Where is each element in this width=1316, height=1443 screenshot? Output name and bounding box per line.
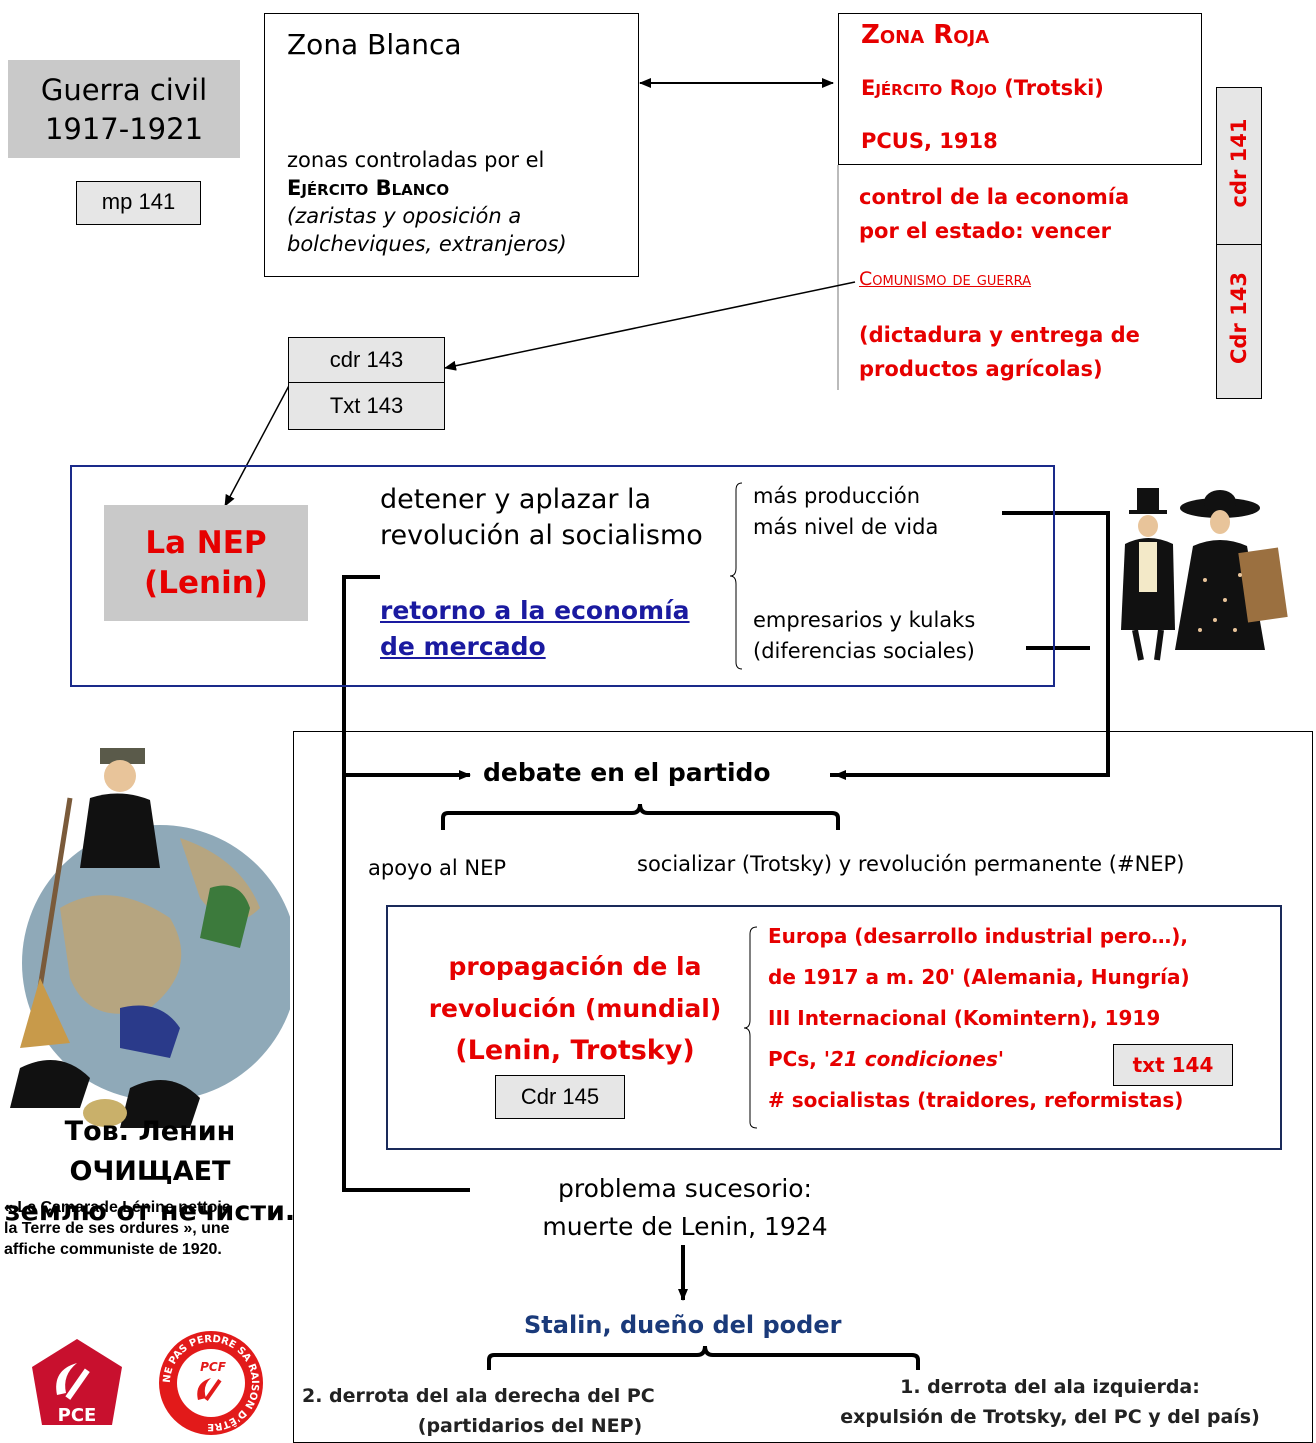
derrota-derecha-sub: (partidarios del NEP) [417,1415,643,1437]
arrow-to-cdr [444,281,856,371]
ejercito-blanco: Ejército Blanco [287,176,450,200]
poster-fr-line1: « Le Camarade Lénine nettoie [4,1199,231,1216]
guerra-civil-box: Guerra civil 1917-1921 [8,60,240,158]
retorno-line1[interactable]: retorno a la economía [380,596,690,625]
comunismo-de-guerra: Comunismo de guerra [859,268,1032,290]
cdr-143-tag[interactable]: cdr 143 [288,337,445,383]
poster-ru-line2: землю от нечисти. [4,1196,296,1227]
detener-line1: detener y aplazar la [380,484,652,515]
propagacion-line1: propagación de la [448,952,702,981]
nep-box [70,465,1055,687]
detener-line2: revolución al socialismo [380,520,703,551]
arrow-to-nep [224,379,293,507]
guerra-line1: Guerra civil [40,73,208,107]
nepmen-couple-illustration [1121,488,1288,661]
cdr-145-tag[interactable]: Cdr 145 [495,1075,625,1119]
pce-logo: PCE [32,1339,122,1426]
zona-blanca-italic2: bolcheviques, extranjeros) [287,232,567,256]
poster-fr-line3: affiche communiste de 1920. [4,1241,222,1258]
prop-21-condiciones: '21 condiciones' [823,1047,1005,1071]
nep-subtitle: (Lenin) [144,565,268,601]
propagacion-box [386,905,1282,1150]
sucesorio-line2: muerte de Lenin, 1924 [542,1212,828,1241]
control-line1: control de la economía [859,185,1130,209]
prop-komintern: III Internacional (Komintern), 1919 [768,1006,1161,1030]
prop-europa: Europa (desarrollo industrial pero…), [768,924,1188,948]
derrota-izquierda-sub: expulsión de Trotsky, del PC y del país) [840,1406,1260,1428]
socializar: socializar (Trotsky) y revolución perman… [637,852,1185,876]
zona-blanca-italic1: (zaristas y oposición a [287,204,522,228]
poster-illustration [10,748,290,1128]
apoyo-nep: apoyo al NEP [368,856,507,880]
zona-blanca-line1: zonas controladas por el [287,148,545,172]
dictadura-line2: productos agrícolas) [859,357,1103,381]
ejercito-rojo: Ejército Rojo [861,76,997,100]
cdr-141-tab[interactable]: cdr 141 [1227,118,1251,208]
debate-title: debate en el partido [483,758,771,787]
zona-blanca-box: Zona Blanca zonas controladas por el Ejé… [264,13,639,277]
sucesorio-line1: problema sucesorio: [558,1174,812,1203]
zona-blanca-title: Zona Blanca [287,28,462,61]
control-line2: por el estado: vencer [859,219,1111,243]
propagacion-line3: (Lenin, Trotsky) [455,1035,695,1066]
diferencias: (diferencias sociales) [753,639,975,663]
lenin-poster [0,728,290,1128]
nep-title: La NEP [145,525,267,561]
poster-fr-line2: la Terre de ses ordures », une [4,1220,230,1237]
pce-logo-text: PCE [58,1405,97,1426]
pcf-logo-text: PCF [200,1360,227,1374]
right-connector [830,511,1110,777]
prop-socialistas: # socialistas (traidores, reformistas) [768,1088,1184,1112]
side-tabs: cdr 141 Cdr 143 [1216,87,1262,399]
pcf-logo: NE PAS PERDRE SA RAISON D'ÊTRE PCF [159,1331,263,1435]
nep-title-box: La NEP (Lenin) [104,505,308,621]
txt-144-tag[interactable]: txt 144 [1113,1044,1233,1086]
empresarios: empresarios y kulaks [753,608,976,632]
prop-1917: de 1917 a m. 20' (Alemania, Hungría) [768,965,1190,989]
poster-ru-line1: Тов. Ленин ОЧИЩАЕТ [64,1116,236,1187]
debate-brace [441,803,840,830]
cdr-143-tab[interactable]: Cdr 143 [1227,272,1251,364]
guerra-line2: 1917-1921 [44,112,204,146]
pcus-label: PCUS, 1918 [861,129,998,153]
derrota-derecha: 2. derrota del ala derecha del PC [302,1385,655,1407]
trotski-label: (Trotski) [996,76,1104,100]
mas-nivel: más nivel de vida [753,515,939,539]
stalin-title: Stalin, dueño del poder [524,1311,842,1339]
retorno-line2[interactable]: de mercado [380,632,546,661]
prop-pcs: PCs, [768,1047,824,1071]
mas-produccion: más producción [753,484,921,508]
left-connector [342,575,470,1192]
stalin-brace [487,1345,920,1370]
mp-141-tag: mp 141 [76,181,201,225]
derrota-izquierda: 1. derrota del ala izquierda: [900,1376,1200,1398]
txt-143-tag[interactable]: Txt 143 [288,382,445,430]
propagacion-line2: revolución (mundial) [428,994,722,1023]
dictadura-line1: (dictadura y entrega de [859,323,1140,347]
zona-roja-box: Zona Roja Ejército Rojo (Trotski) PCUS, … [838,13,1202,165]
zona-roja-title: Zona Roja [861,20,990,50]
